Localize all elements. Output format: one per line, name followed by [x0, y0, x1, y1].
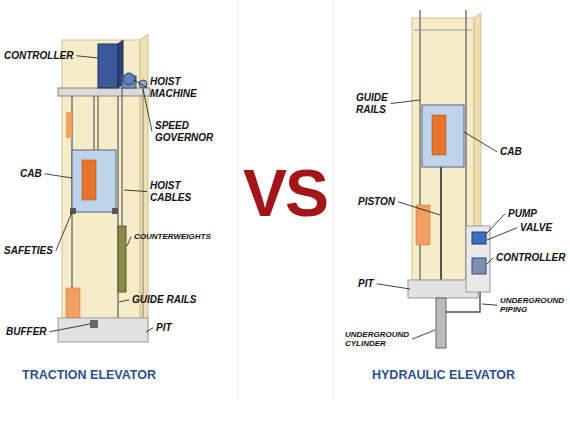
leader-line: [127, 237, 131, 246]
part-label: UNDERGROUND CYLINDER: [345, 330, 409, 348]
vs-text: VS: [243, 160, 327, 226]
leader-line: [76, 56, 98, 58]
underground-cylinder: [436, 298, 446, 348]
counterweight: [118, 226, 126, 292]
leader-line: [56, 212, 72, 251]
leader-line: [146, 328, 153, 332]
leader-line: [391, 100, 420, 104]
governor-rope: [143, 88, 144, 318]
part-label: CONTROLLER: [496, 252, 565, 264]
caption: TRACTION ELEVATOR: [22, 368, 156, 382]
part-label: PISTON: [358, 196, 395, 208]
elevator-cab: [72, 150, 116, 212]
hoist-cable: [98, 96, 99, 150]
hoist-sheave: [123, 73, 135, 85]
part-label: COUNTERWEIGHTS: [134, 232, 211, 241]
caption: HYDRAULIC ELEVATOR: [372, 368, 515, 382]
leader-line: [45, 174, 72, 178]
leader-line: [119, 300, 129, 302]
leader-line: [50, 324, 90, 332]
leader-line: [377, 284, 410, 289]
part-label: PUMP: [508, 208, 537, 220]
underground-piping: [446, 292, 480, 312]
leader-line: [486, 214, 505, 234]
machine-room: [466, 226, 490, 292]
cab-door: [432, 115, 446, 155]
pump: [472, 232, 486, 244]
landing-door: [66, 288, 80, 318]
part-label: PIT: [156, 322, 172, 334]
rail-bracket: [414, 30, 472, 31]
hoist-cable: [94, 96, 95, 150]
part-label: UNDERGROUND PIPING: [500, 296, 564, 314]
part-label: CAB: [20, 168, 42, 180]
leader-line: [487, 228, 517, 240]
part-label: PIT: [358, 278, 374, 290]
divider-line: [333, 0, 334, 400]
safety-block: [70, 208, 76, 214]
safety-block: [112, 208, 118, 214]
part-label: GUIDE RAILS: [132, 294, 196, 306]
hoist-cable: [122, 88, 123, 226]
leader-line: [487, 258, 493, 264]
divider-line: [238, 0, 239, 400]
part-label: HOIST MACHINE: [150, 76, 197, 99]
part-label: HOIST CABLES: [150, 180, 191, 203]
leader-line: [124, 190, 147, 192]
controller-cabinet: [472, 258, 486, 274]
part-label: SPEED GOVERNOR: [155, 120, 213, 143]
controller-cabinet: [98, 44, 118, 88]
part-label: SAFETIES: [4, 245, 53, 257]
leader-line: [398, 202, 440, 215]
pit: [58, 318, 148, 342]
part-label: VALVE: [520, 222, 552, 234]
elevator-cab: [422, 105, 464, 167]
part-label: BUFFER: [6, 326, 47, 338]
machine-room-floor: [58, 88, 150, 96]
buffer: [90, 320, 98, 328]
part-label: GUIDE RAILS: [356, 92, 388, 115]
part-label: CAB: [500, 146, 522, 158]
leader-line: [134, 80, 147, 88]
leader-line: [482, 304, 497, 305]
hoistway-shaft: [412, 18, 474, 280]
leader-line: [464, 132, 497, 152]
leader-line: [412, 330, 435, 339]
cab-door: [82, 160, 96, 200]
landing-door: [66, 112, 72, 138]
part-label: CONTROLLER: [4, 50, 73, 62]
